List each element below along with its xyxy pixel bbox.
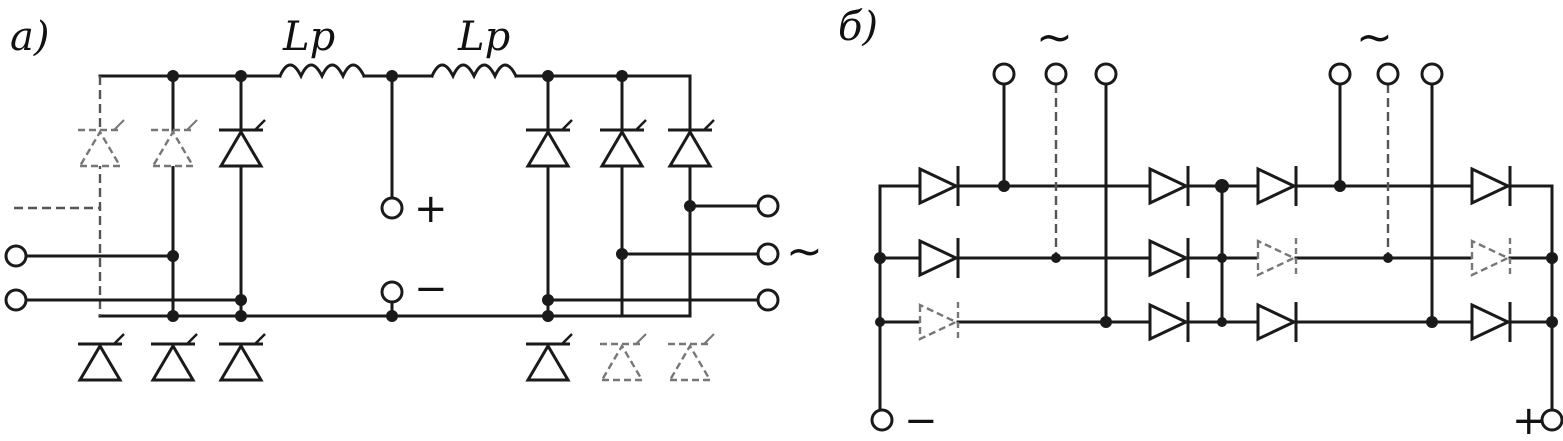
dc-terminal-minus-b[interactable] <box>870 408 894 432</box>
diode-b-r3-4 <box>1470 300 1512 344</box>
ac-terminal-b1[interactable] <box>992 62 1016 86</box>
ac-terminal-b4[interactable] <box>1328 62 1352 86</box>
ac-symbol-b2: ~ <box>1356 12 1393 63</box>
ac-terminal-right-2[interactable] <box>756 242 780 266</box>
minus-sign-a: − <box>414 266 448 312</box>
minus-sign-b: − <box>904 398 938 441</box>
thyristor-a4 <box>76 332 126 382</box>
dc-terminal-plus-b[interactable] <box>1540 408 1563 432</box>
thyristor-a6 <box>217 332 267 382</box>
plus-sign-b: + <box>1512 398 1546 441</box>
diode-b-r2-1 <box>918 236 960 280</box>
inductor-label-1: Lр <box>282 14 335 60</box>
ac-terminal-b3[interactable] <box>1094 62 1118 86</box>
dc-terminal-plus[interactable] <box>380 196 404 220</box>
inductor-2 <box>430 63 519 80</box>
plus-sign-a: + <box>414 186 448 232</box>
ac-terminal-b2[interactable] <box>1044 62 1068 86</box>
dc-terminal-minus[interactable] <box>380 280 404 304</box>
ac-symbol-a: ~ <box>786 226 823 277</box>
diode-b-r2-3 <box>1256 236 1298 280</box>
figure-b-label: б) <box>838 4 878 50</box>
diode-b-r3-1 <box>918 300 960 344</box>
diode-b-r3-2 <box>1148 300 1190 344</box>
diode-b-r2-2 <box>1148 236 1190 280</box>
figure-a: а) Lр Lр <box>4 14 823 382</box>
ac-symbol-b1: ~ <box>1036 12 1073 63</box>
inductor-label-2: Lр <box>457 14 510 60</box>
ac-terminal-b6[interactable] <box>1420 62 1444 86</box>
ac-terminal-right-1[interactable] <box>756 194 780 218</box>
diode-b-r1-1 <box>918 164 960 208</box>
thyristor-a11 <box>598 332 648 382</box>
thyristor-a10 <box>524 332 574 382</box>
thyristor-a5 <box>149 332 199 382</box>
ac-terminal-left-3[interactable] <box>4 288 28 312</box>
diode-b-r2-4 <box>1470 236 1512 280</box>
inductor-1 <box>278 63 367 80</box>
diode-b-r1-3 <box>1256 164 1298 208</box>
diode-b-r1-2 <box>1148 164 1190 208</box>
thyristor-a12 <box>666 332 716 382</box>
diode-b-r1-4 <box>1470 164 1512 208</box>
diode-b-r3-3 <box>1256 300 1298 344</box>
ac-terminal-right-3[interactable] <box>756 288 780 312</box>
ac-terminal-b5[interactable] <box>1376 62 1400 86</box>
ac-terminal-left-2[interactable] <box>4 244 28 268</box>
figure-b: б) ~ ~ − + <box>838 4 1563 441</box>
figure-a-label: а) <box>10 14 49 60</box>
